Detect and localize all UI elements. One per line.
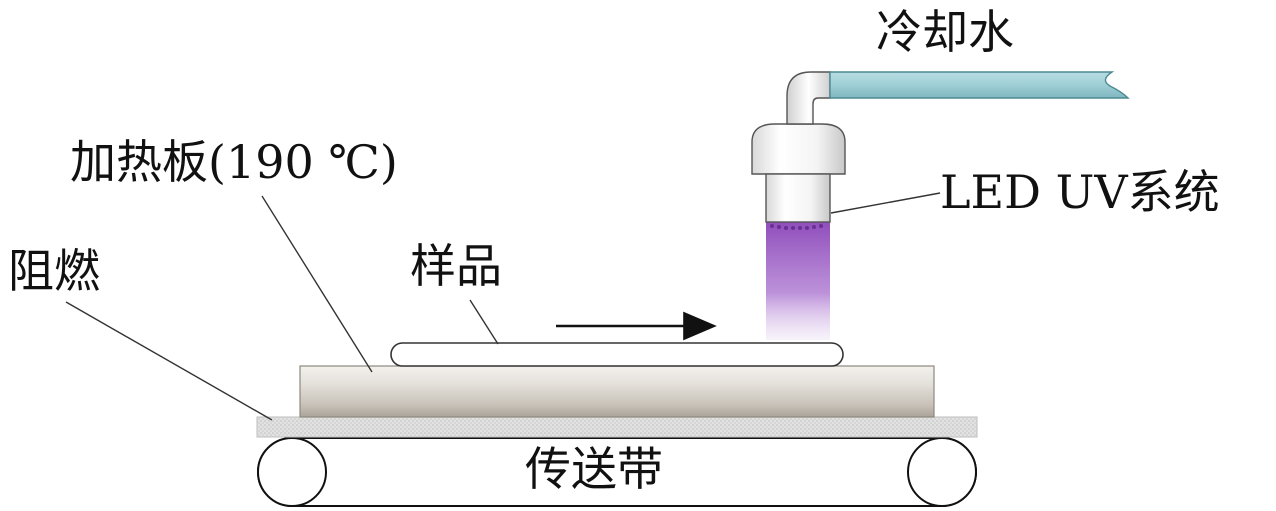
cooling-water-pipe [786,71,1130,125]
uv-head-body [765,173,831,223]
left-roller [257,437,327,507]
leader-led-uv [830,192,941,214]
label-flame-retardant: 阻燃 [8,244,100,298]
conveyor-belt [257,437,977,507]
led-uv-head [751,123,846,230]
label-cooling-water: 冷却水 [876,5,1014,59]
label-conveyor-belt: 传送带 [525,442,663,496]
leader-sample [469,299,499,345]
pipe-tube [829,71,1130,99]
uv-head-cap [751,123,846,175]
pipe-elbow [786,71,831,125]
sample-strip [390,342,844,367]
right-roller [907,437,977,507]
uv-light-beam [766,222,830,340]
flame-retardant-layer [256,416,978,438]
label-heating-plate: 加热板(190 ℃) [70,135,398,189]
heating-plate [299,365,935,418]
leader-flame-retardant [65,301,273,421]
label-sample: 样品 [410,239,502,293]
label-led-uv-system: LED UV系统 [940,165,1220,219]
led-array-icon [770,224,823,230]
leader-heating-plate [261,195,373,373]
